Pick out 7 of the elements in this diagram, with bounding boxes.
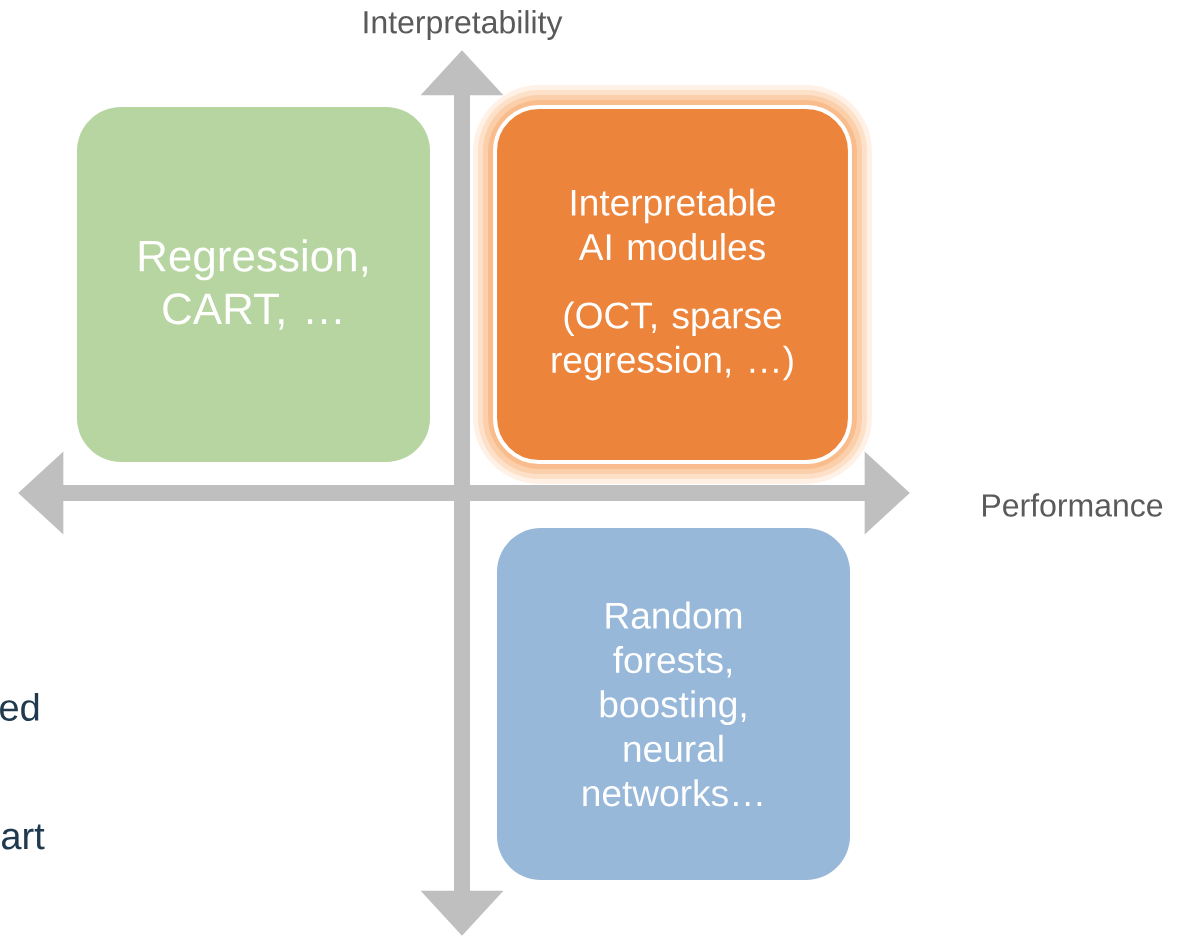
quadrant-box: Interpretable AI modules (OCT, sparse regression, …): [473, 85, 872, 484]
text-label: art: [2, 824, 45, 850]
quadrant-box: Random forests, boosting, neural networks…: [496, 528, 851, 880]
text-label: Interpretability: [364, 10, 563, 40]
quadrant-box: Regression, CART, …: [77, 107, 431, 462]
text-label: Performance: [983, 493, 1163, 517]
text-label: ed: [0, 693, 39, 721]
